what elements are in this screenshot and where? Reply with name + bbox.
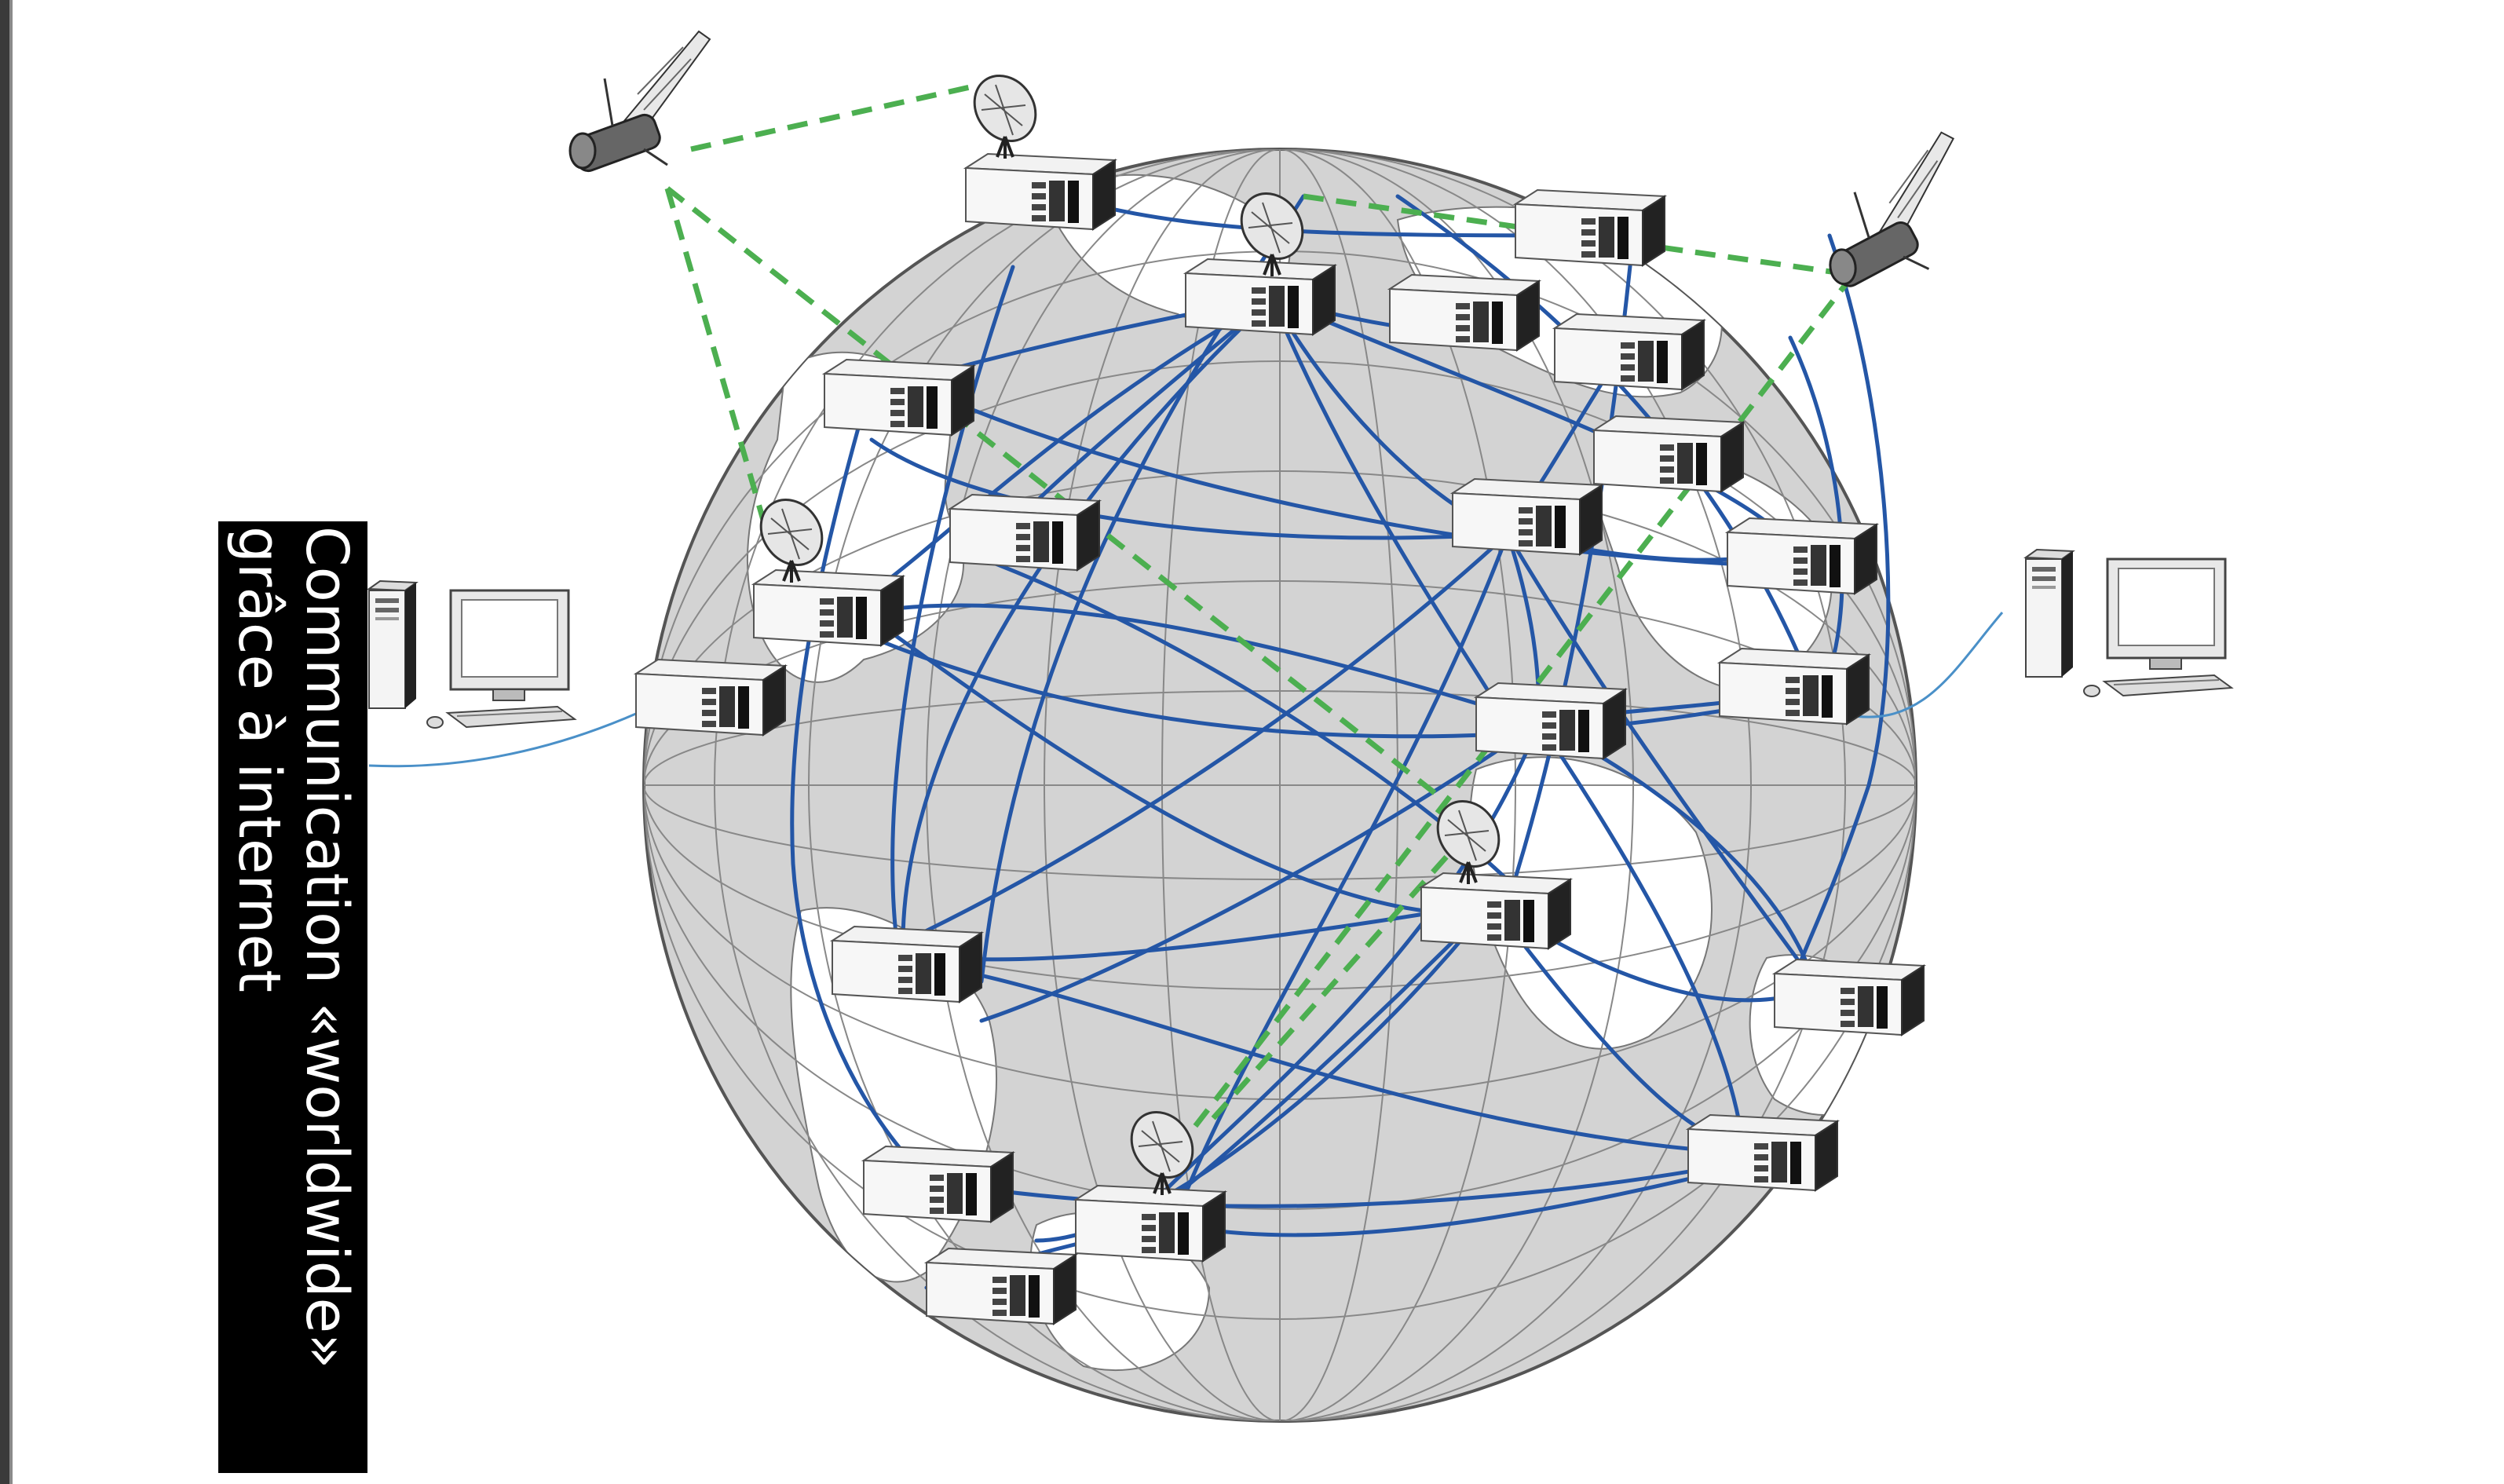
caption-text: Communication «worldwide» grâce à intern…	[225, 526, 360, 1468]
server-icon	[863, 1146, 1014, 1223]
caption-line-1: Communication «worldwide»	[293, 526, 360, 1369]
server-icon	[1515, 189, 1665, 266]
server-icon	[1687, 1114, 1838, 1191]
server-icon	[1452, 478, 1603, 555]
server-icon	[1774, 959, 1925, 1036]
satellite-icon	[568, 30, 711, 175]
server-icon	[949, 494, 1100, 571]
caption-box: Communication «worldwide» grâce à intern…	[218, 521, 367, 1473]
graticule	[644, 149, 1916, 1421]
server-icon	[1719, 648, 1870, 725]
server-icon	[965, 153, 1116, 230]
server-icon	[1185, 258, 1336, 335]
satellite-icon	[1812, 130, 1974, 293]
server-icon	[1075, 1185, 1226, 1262]
desktop-computer-icon	[367, 579, 576, 729]
server-icon	[1420, 872, 1571, 949]
server-icon	[926, 1248, 1077, 1325]
server-icon	[753, 569, 904, 646]
left-edge-bar	[0, 0, 9, 1484]
server-icon	[1475, 682, 1626, 759]
server-icon	[635, 659, 786, 736]
left-edge-bar-highlight	[9, 0, 13, 1484]
server-icon	[1554, 313, 1705, 390]
server-icon	[1593, 415, 1744, 492]
cable-right	[1844, 612, 2004, 718]
satellite-dish-icon	[960, 62, 1050, 160]
cable-left	[368, 705, 653, 768]
desktop-computer-icon	[2024, 548, 2233, 698]
caption-line-2: grâce à internet	[225, 526, 293, 992]
server-icon	[824, 359, 974, 436]
server-icon	[1727, 517, 1877, 594]
server-icon	[832, 926, 982, 1003]
server-icon	[1389, 274, 1540, 351]
globe-icon	[642, 148, 1917, 1423]
